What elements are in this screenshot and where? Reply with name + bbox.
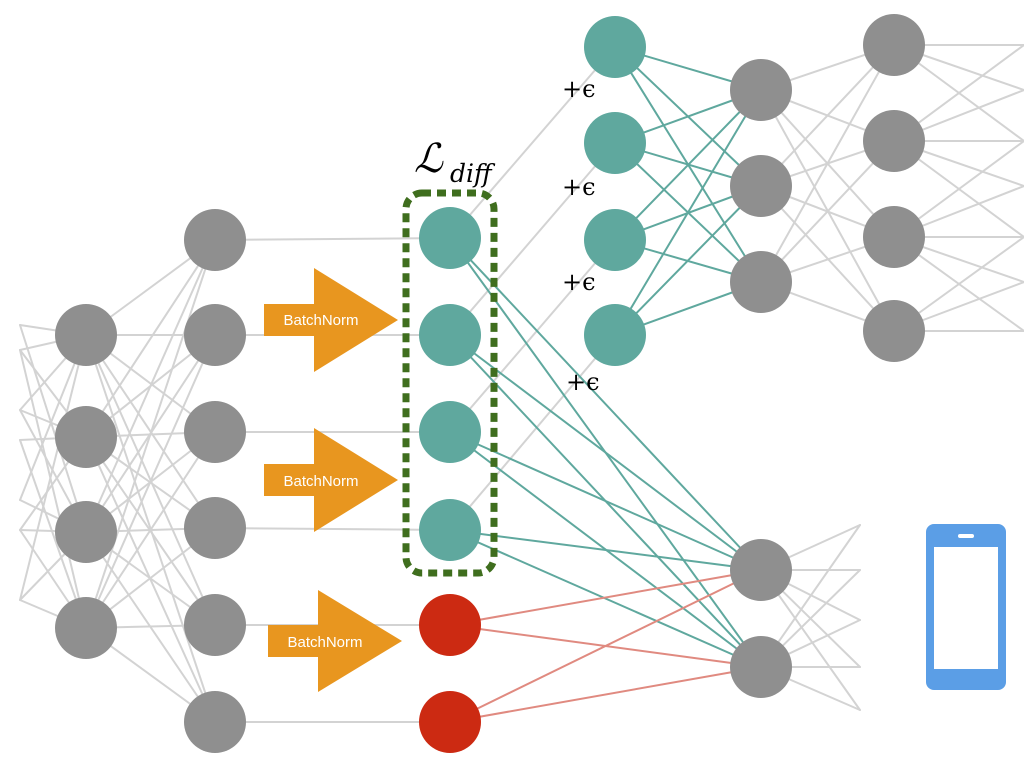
gray-connection	[449, 46, 616, 239]
gray-connection	[760, 44, 895, 283]
gray-node	[863, 14, 925, 76]
epsilon-label: +ϵ	[562, 75, 596, 103]
gray-connection	[85, 334, 216, 629]
gray-node	[730, 539, 792, 601]
teal-node	[419, 401, 481, 463]
gray-node	[863, 300, 925, 362]
loss-symbol: ℒ	[414, 136, 444, 182]
gray-connection	[19, 349, 87, 629]
gray-node	[184, 691, 246, 753]
batchnorm-arrow-2: BatchNorm	[264, 428, 398, 532]
gray-node	[863, 110, 925, 172]
red-node	[419, 691, 481, 753]
epsilon-label: +ϵ	[562, 268, 596, 296]
teal-node	[584, 209, 646, 271]
gray-node	[730, 636, 792, 698]
gray-node	[55, 597, 117, 659]
batchnorm-arrow-3: BatchNorm	[268, 590, 402, 692]
gray-connection	[449, 239, 616, 433]
teal-connection	[614, 185, 762, 336]
teal-connection	[449, 529, 762, 571]
gray-node	[55, 406, 117, 468]
red-connection	[449, 666, 762, 723]
red-connection	[449, 569, 762, 626]
batchnorm-label: BatchNorm	[283, 473, 358, 490]
gray-connection	[19, 334, 87, 601]
teal-connection	[449, 334, 762, 571]
batchnorm-arrow-1: BatchNorm	[264, 268, 398, 372]
batchnorm-label: BatchNorm	[283, 312, 358, 329]
teal-node	[584, 16, 646, 78]
red-connection	[449, 569, 762, 723]
epsilon-label: +ϵ	[566, 368, 600, 396]
gray-connections	[19, 44, 1024, 723]
gray-connection	[760, 44, 895, 187]
gray-node	[184, 497, 246, 559]
gray-connection	[760, 140, 895, 283]
gray-connection	[449, 142, 616, 336]
gray-node	[730, 59, 792, 121]
gray-node	[55, 501, 117, 563]
gray-node	[730, 251, 792, 313]
epsilon-label: +ϵ	[562, 173, 596, 201]
gray-node	[184, 401, 246, 463]
teal-connection	[449, 431, 762, 571]
gray-node	[184, 304, 246, 366]
gray-connection	[85, 431, 216, 629]
batchnorm-label: BatchNorm	[287, 634, 362, 651]
gray-node	[863, 206, 925, 268]
teal-node	[419, 499, 481, 561]
teal-node	[584, 304, 646, 366]
teal-node	[419, 207, 481, 269]
gray-node	[184, 209, 246, 271]
loss-subscript: diff	[450, 159, 496, 188]
gray-connection	[19, 324, 87, 533]
gray-connection	[214, 527, 451, 531]
teal-node	[419, 304, 481, 366]
gray-node	[55, 304, 117, 366]
red-connections	[449, 569, 762, 723]
gray-connection	[449, 334, 616, 531]
teal-node	[584, 112, 646, 174]
gray-connection	[214, 237, 451, 241]
teal-connection	[614, 89, 762, 241]
loss-region-box	[402, 189, 498, 577]
gray-connection	[85, 239, 216, 438]
teal-connection	[614, 89, 762, 336]
teal-connection	[449, 237, 762, 571]
gray-connection	[85, 239, 216, 533]
red-node	[419, 594, 481, 656]
phone-icon	[926, 524, 1006, 690]
gray-node	[184, 594, 246, 656]
gray-connection	[85, 239, 216, 629]
network-nodes	[55, 14, 925, 753]
gray-node	[730, 155, 792, 217]
